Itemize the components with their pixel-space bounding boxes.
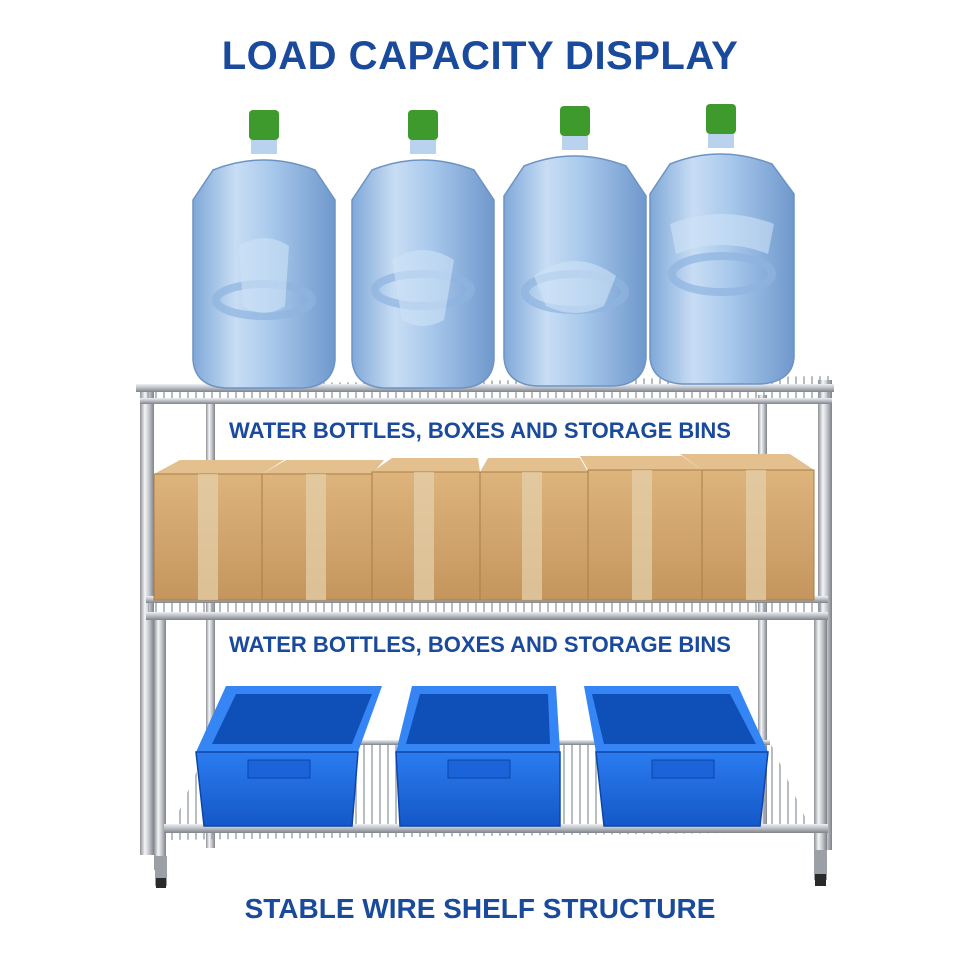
front-posts — [140, 380, 832, 888]
cardboard-boxes — [153, 454, 815, 601]
storage-bin — [584, 686, 769, 827]
water-bottle — [351, 110, 495, 389]
water-bottle — [503, 106, 647, 387]
cardboard-box — [261, 460, 384, 601]
storage-bins — [195, 686, 769, 827]
cardboard-box — [153, 460, 284, 601]
storage-bin — [395, 686, 561, 827]
shelf-label-lower: WATER BOTTLES, BOXES AND STORAGE BINS — [229, 632, 731, 657]
storage-bin — [195, 686, 382, 827]
cardboard-box — [371, 458, 481, 601]
cardboard-box — [580, 456, 703, 601]
water-bottle — [192, 110, 336, 389]
page-title: LOAD CAPACITY DISPLAY — [221, 34, 739, 78]
water-bottle — [649, 104, 795, 385]
shelf-label-upper: WATER BOTTLES, BOXES AND STORAGE BINS — [229, 418, 731, 443]
footer-caption: STABLE WIRE SHELF STRUCTURE — [244, 893, 716, 924]
cardboard-box — [680, 454, 815, 601]
water-bottles — [192, 104, 795, 389]
cardboard-box — [479, 458, 589, 601]
